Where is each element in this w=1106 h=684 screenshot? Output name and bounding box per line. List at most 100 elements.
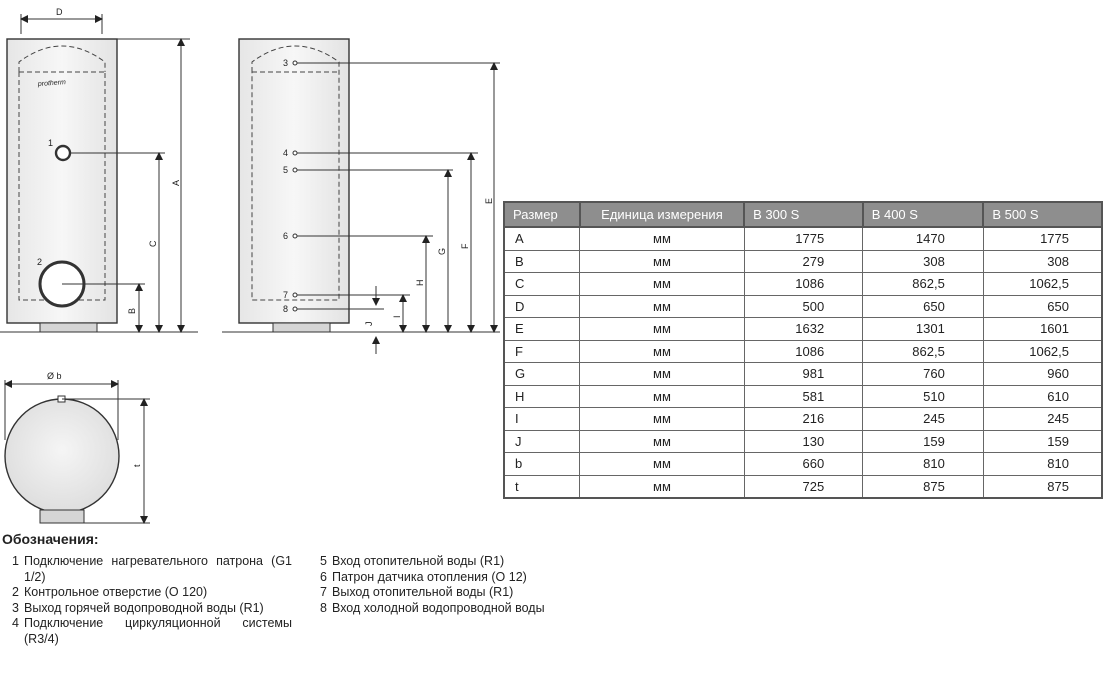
cell-unit: мм (579, 317, 745, 341)
connection-4: 4 (283, 148, 478, 158)
legend-item: 3 Выход горячей водопроводной воды (R1) (12, 601, 292, 617)
legend-column-left: 1 Подключение нагревательного патрона (G… (12, 554, 292, 647)
dim-label-A: A (171, 180, 181, 186)
cell-b400s: 308 (862, 249, 984, 273)
table-row: E мм 1632 1301 1601 (503, 317, 1103, 341)
legend-item-text: Подключение циркуляционной системы (R3/4… (24, 616, 292, 646)
header-b300s: B 300 S (743, 201, 864, 228)
header-size: Размер (503, 201, 581, 228)
cell-unit: мм (579, 429, 745, 453)
cell-b400s: 810 (862, 452, 984, 476)
legend-item-number: 3 (12, 600, 19, 615)
cell-size: H (503, 384, 581, 408)
label-1: 1 (48, 138, 53, 148)
brand-logo: protherm (37, 79, 67, 88)
cell-unit: мм (579, 294, 745, 318)
cell-unit: мм (579, 362, 745, 386)
legend-item: 5 Вход отопительной воды (R1) (320, 554, 600, 570)
legend-title: Обозначения: (2, 531, 99, 547)
dim-label-G: G (437, 248, 447, 255)
table-row: C мм 1086 862,5 1062,5 (503, 272, 1103, 296)
legend-item-text: Выход горячей водопроводной воды (R1) (24, 600, 264, 615)
cell-size: b (503, 452, 581, 476)
table-row: t мм 725 875 875 (503, 474, 1103, 499)
cell-b500s: 1601 (982, 317, 1103, 341)
legend-item-text: Вход отопительной воды (R1) (332, 554, 505, 568)
table-row: A мм 1775 1470 1775 (503, 226, 1103, 251)
legend-item-number: 6 (320, 569, 327, 584)
dim-label-t: t (132, 464, 142, 467)
cell-b400s: 245 (862, 407, 984, 431)
cell-size: C (503, 272, 581, 296)
cell-b300s: 1086 (743, 272, 864, 296)
cell-b500s: 610 (982, 384, 1103, 408)
dimensions-table: Размер Единица измерения B 300 S B 400 S… (503, 201, 1103, 499)
top-tank-circle (4, 398, 120, 514)
cell-b500s: 159 (982, 429, 1103, 453)
cell-b400s: 510 (862, 384, 984, 408)
cell-b400s: 862,5 (862, 339, 984, 363)
cell-b300s: 1086 (743, 339, 864, 363)
svg-text:5: 5 (283, 165, 288, 175)
cell-size: G (503, 362, 581, 386)
connection-7: 7 (283, 290, 410, 300)
legend-item: 2 Контрольное отверстие (O 120) (12, 585, 292, 601)
legend-item-text: Вход холодной водопроводной воды (332, 600, 545, 615)
cell-b500s: 245 (982, 407, 1103, 431)
cell-b500s: 875 (982, 474, 1103, 499)
cell-size: J (503, 429, 581, 453)
cell-size: t (503, 474, 581, 499)
cell-b400s: 760 (862, 362, 984, 386)
dim-label-J: J (364, 322, 374, 327)
legend-item: 4 Подключение циркуляционной системы (R3… (12, 616, 292, 647)
table-row: G мм 981 760 960 (503, 362, 1103, 386)
cell-b500s: 1775 (982, 226, 1103, 251)
front-view: protherm 1 2 D A C B (0, 7, 198, 333)
legend-item-text: Патрон датчика отопления (O 12) (332, 569, 527, 584)
front-inner-tank (18, 45, 106, 301)
side-inner-tank (251, 45, 340, 301)
cell-unit: мм (579, 339, 745, 363)
cell-unit: мм (579, 452, 745, 476)
table-row: b мм 660 810 810 (503, 452, 1103, 476)
front-tank-foot (39, 322, 98, 333)
legend-item-number: 4 (12, 616, 19, 630)
cell-b300s: 1632 (743, 317, 864, 341)
legend-item-number: 1 (12, 554, 19, 568)
connection-3: 3 (283, 58, 500, 68)
cell-b500s: 650 (982, 294, 1103, 318)
legend-item: 6 Патрон датчика отопления (O 12) (320, 570, 600, 586)
cell-b500s: 1062,5 (982, 272, 1103, 296)
top-view: Ø b t (4, 371, 150, 524)
svg-text:8: 8 (283, 304, 288, 314)
header-b500s: B 500 S (982, 201, 1103, 228)
dim-label-D: D (56, 7, 63, 17)
legend-item-number: 7 (320, 585, 327, 599)
cell-size: B (503, 249, 581, 273)
cell-b300s: 660 (743, 452, 864, 476)
cell-b300s: 500 (743, 294, 864, 318)
cell-size: F (503, 339, 581, 363)
dim-label-H: H (415, 280, 425, 287)
cell-b300s: 279 (743, 249, 864, 273)
cell-b500s: 810 (982, 452, 1103, 476)
connection-5: 5 (283, 165, 453, 175)
cell-b300s: 981 (743, 362, 864, 386)
cell-unit: мм (579, 384, 745, 408)
cell-b300s: 130 (743, 429, 864, 453)
table-row: B мм 279 308 308 (503, 249, 1103, 273)
dim-label-C: C (148, 240, 158, 247)
legend-item-number: 8 (320, 600, 327, 615)
cell-b300s: 1775 (743, 226, 864, 251)
table-row: I мм 216 245 245 (503, 407, 1103, 431)
cell-b500s: 960 (982, 362, 1103, 386)
cell-size: E (503, 317, 581, 341)
legend-item-text: Выход отопительной воды (R1) (332, 585, 514, 599)
legend-item: 8 Вход холодной водопроводной воды (320, 601, 600, 617)
cell-size: A (503, 226, 581, 251)
side-tank-body (238, 38, 350, 324)
connection-1-circle (54, 144, 72, 162)
cell-size: D (503, 294, 581, 318)
legend-item-text: Контрольное отверстие (O 120) (24, 585, 208, 599)
